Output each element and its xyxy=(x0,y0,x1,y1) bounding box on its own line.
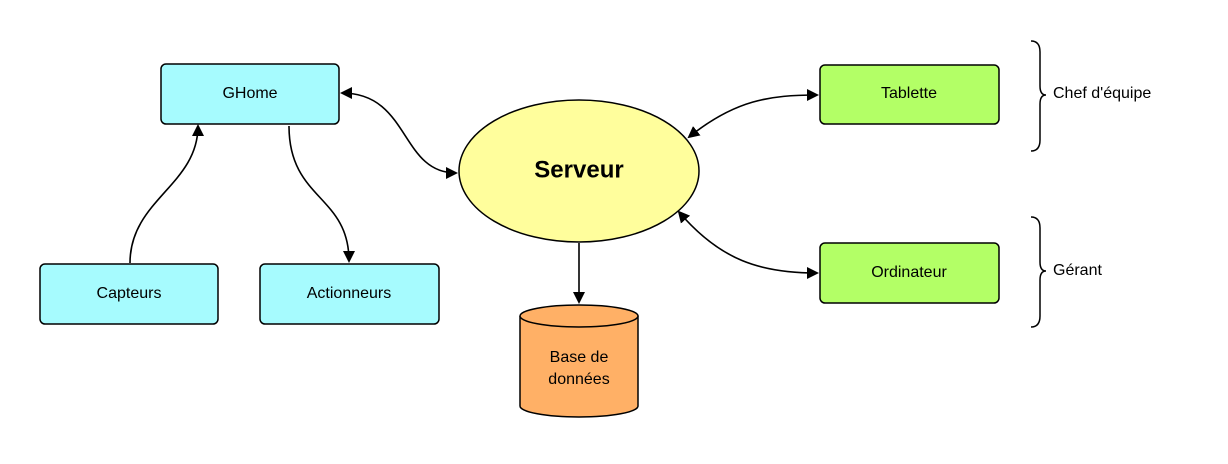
actionneurs-label: Actionneurs xyxy=(307,285,392,302)
database-cylinder-top xyxy=(519,304,639,328)
ordinateur-box xyxy=(819,242,1000,304)
chef-brace xyxy=(1030,40,1047,152)
edge-ghome-to-actionneurs xyxy=(288,125,355,263)
edge-ghome-serveur xyxy=(340,87,458,179)
actionneurs-box xyxy=(259,263,440,325)
serveur-label: Serveur xyxy=(534,156,623,183)
chef-equipe-label: Chef d'équipe xyxy=(1053,85,1151,102)
edge-serveur-ordinateur xyxy=(677,210,819,279)
ghome-label: GHome xyxy=(222,85,277,102)
database-label-line1: Base de xyxy=(550,349,609,366)
edge-capteurs-to-ghome xyxy=(129,124,204,264)
ordinateur-label: Ordinateur xyxy=(871,264,947,281)
database-label-line2: données xyxy=(548,371,609,388)
tablette-label: Tablette xyxy=(881,85,937,102)
edge-serveur-tablette xyxy=(687,89,819,139)
capteurs-box xyxy=(39,263,219,325)
tablette-box xyxy=(819,64,1000,125)
capteurs-label: Capteurs xyxy=(97,285,162,302)
serveur-ellipse xyxy=(458,99,700,243)
database-cylinder-body xyxy=(519,316,639,418)
gerant-label: Gérant xyxy=(1053,262,1102,279)
ghome-box xyxy=(160,63,340,125)
gerant-brace xyxy=(1030,216,1047,328)
